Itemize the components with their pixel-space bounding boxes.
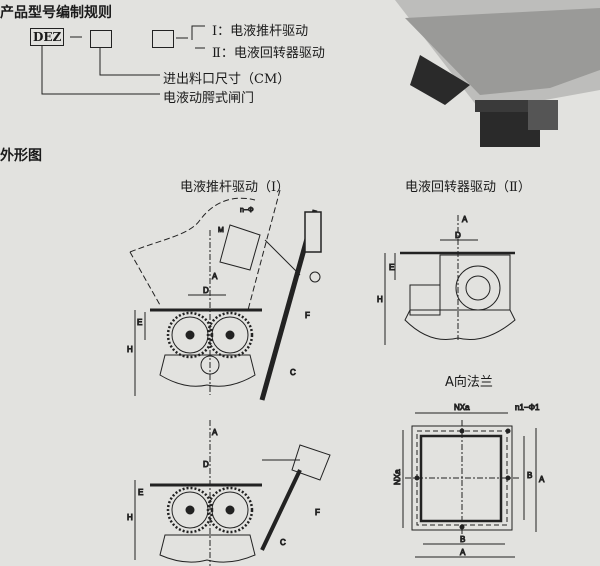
equipment-photo: [395, 0, 600, 147]
dim-c-2: C: [280, 538, 286, 547]
flange-drawing: [402, 412, 537, 558]
drive-2-drawing: [384, 215, 516, 345]
model-prefix-box: DEZ: [30, 28, 65, 46]
dim-b-bottom: B: [460, 535, 465, 544]
dim-e-3: E: [389, 263, 394, 272]
drive-1-drawing: [129, 189, 322, 401]
dim-a-bottom: A: [460, 548, 466, 557]
dim-f-2: F: [315, 508, 320, 517]
product-label: 电液动腭式闸门: [163, 91, 255, 106]
dim-d-1: D: [203, 286, 209, 295]
dim-a-3: A: [462, 215, 468, 224]
drive-code-box: [152, 30, 174, 48]
drive-1-lower-drawing: [134, 420, 331, 566]
dim-a-side: A: [539, 475, 545, 484]
dim-d-3: D: [455, 231, 461, 240]
dim-m: M: [218, 227, 224, 234]
dim-nxa-top: NXa: [454, 403, 470, 412]
dim-h-1: H: [127, 345, 133, 354]
dim-n1-phi1: n1−Φ1: [515, 403, 540, 412]
dim-f-1: F: [305, 311, 310, 320]
drive-1-title: 电液推杆驱动（Ⅰ）: [180, 180, 290, 195]
size-code-box: [90, 30, 112, 48]
flange-title: A向法兰: [445, 375, 493, 390]
dim-e-1: E: [137, 318, 142, 327]
outline-title: 外形图: [0, 148, 42, 164]
dim-e-2: E: [138, 488, 143, 497]
coding-rule-title: 产品型号编制规则: [0, 5, 112, 21]
dim-n-phi: n−Φ: [240, 207, 254, 214]
size-label: 进出料口尺寸（CM）: [163, 72, 291, 87]
dim-a-1: A: [212, 272, 218, 281]
dim-a-2: A: [212, 428, 218, 437]
dim-b-side: B: [527, 471, 532, 480]
dim-h-2: H: [127, 513, 133, 522]
drive-2-title: 电液回转器驱动（Ⅱ）: [405, 180, 531, 195]
dim-h-3: H: [377, 295, 383, 304]
dim-d-2: D: [203, 460, 209, 469]
dim-nxa-side: NXa: [393, 469, 402, 485]
dim-c-1: C: [290, 368, 296, 377]
drive-option-2: Ⅱ：电液回转器驱动: [212, 46, 325, 61]
coding-rule-connectors: [41, 25, 205, 95]
drive-option-1: Ⅰ：电液推杆驱动: [212, 24, 309, 39]
